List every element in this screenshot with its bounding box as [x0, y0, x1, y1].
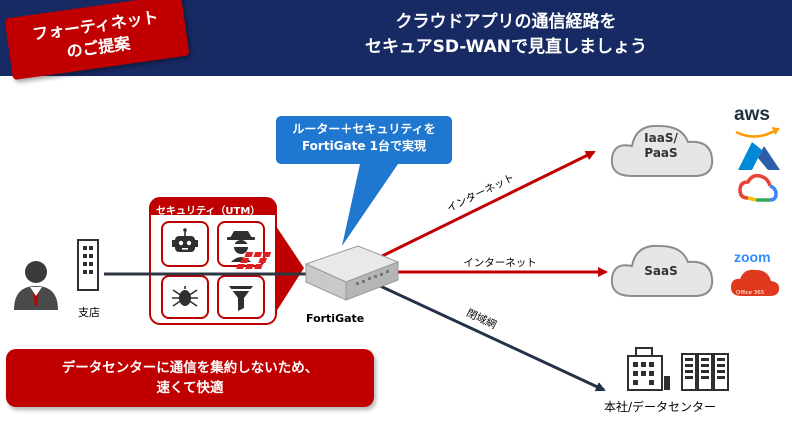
azure-logo	[738, 142, 780, 170]
aws-logo	[735, 127, 780, 138]
saas-label: SaaS	[644, 264, 678, 278]
google-cloud-logo	[738, 173, 778, 202]
user-icon	[14, 261, 58, 310]
callout-bubble	[276, 116, 452, 246]
fortigate-device-icon	[236, 245, 400, 301]
bot-icon	[172, 228, 198, 252]
zoom-logo-text: zoom	[734, 249, 771, 265]
link-to-hq	[377, 283, 606, 392]
page-title: クラウドアプリの通信経路を セキュアSD-WANで見直しましょう	[220, 10, 792, 60]
iaas-label-line-2: PaaS	[644, 146, 678, 160]
security-box-title: セキュリティ（UTM）	[156, 206, 261, 217]
office365-logo-text: Office 365	[736, 290, 765, 296]
benefit-banner: データセンターに通信を集約しないため、 速くて快適	[6, 349, 374, 407]
fortigate-label: FortiGate	[306, 312, 365, 325]
security-utm-box	[149, 197, 304, 325]
benefit-line-1: データセンターに通信を集約しないため、	[61, 360, 319, 376]
hq-building-icon	[627, 347, 670, 391]
callout-text: ルーター＋セキュリティを FortiGate 1台で実現	[274, 121, 454, 155]
link-label-saas: インターネット	[463, 257, 537, 269]
branch-label: 支店	[78, 306, 100, 319]
callout-line-2: FortiGate 1台で実現	[301, 139, 427, 153]
saas-cloud-icon	[610, 244, 714, 297]
filter-icon	[229, 286, 253, 311]
iaas-label: IaaS/ PaaS	[622, 131, 700, 161]
callout-line-1: ルーター＋セキュリティを	[292, 122, 436, 136]
iaas-label-line-1: IaaS/	[644, 131, 678, 145]
virus-icon	[172, 286, 198, 307]
branch-building-icon	[77, 239, 99, 291]
title-line-1: クラウドアプリの通信経路を	[395, 12, 617, 32]
link-to-iaas	[369, 150, 596, 264]
benefit-line-2: 速くて快適	[156, 380, 224, 396]
iaas-cloud-icon	[610, 124, 714, 177]
hq-label: 本社/データセンター	[604, 400, 717, 414]
office365-logo	[730, 269, 780, 296]
aws-logo-text: aws	[734, 104, 770, 125]
title-line-2: セキュアSD-WANで見直しましょう	[365, 37, 647, 57]
datacenter-icon	[681, 353, 729, 391]
